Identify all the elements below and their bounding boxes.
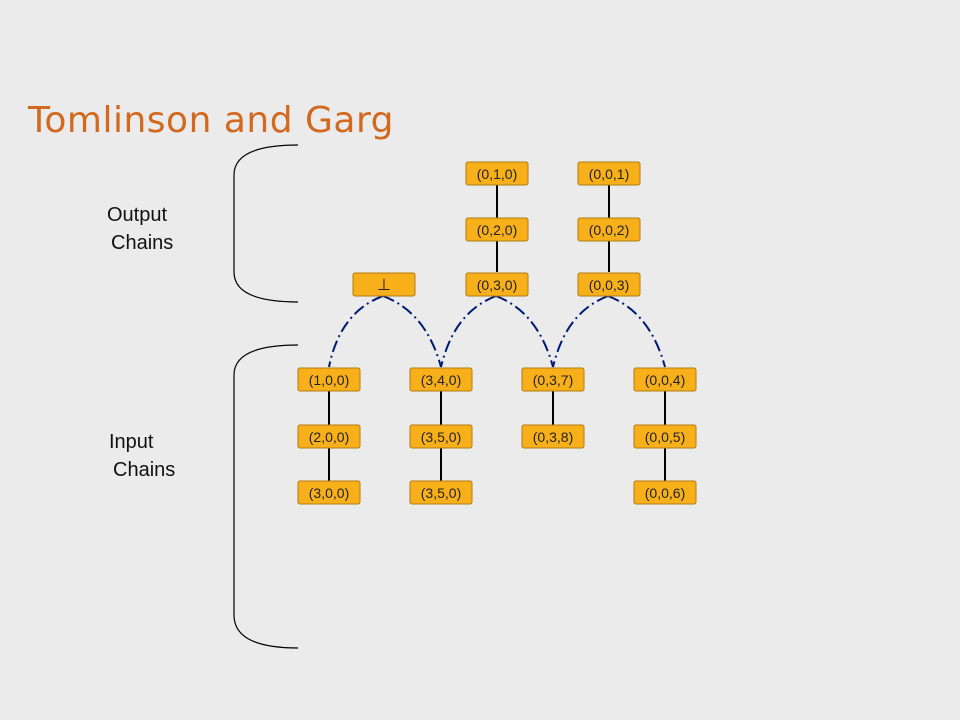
bottom-symbol: ⊥ (377, 277, 391, 294)
node-out3-1: (0,0,2) (577, 217, 641, 242)
svg-text:(0,3,7): (0,3,7) (533, 372, 573, 388)
arc-bottom-to-in1 (328, 295, 384, 368)
node-out3-0: (0,0,1) (577, 161, 641, 186)
svg-text:(1,0,0): (1,0,0) (309, 372, 349, 388)
svg-text:(0,2,0): (0,2,0) (477, 222, 517, 238)
node-out2-1: (0,2,0) (465, 217, 529, 242)
node-in1-2: (3,0,0) (297, 480, 361, 505)
input-label-line1: Input (109, 431, 154, 453)
svg-text:(0,0,6): (0,0,6) (645, 485, 685, 501)
node-in1-1: (2,0,0) (297, 424, 361, 449)
arc-bottom-to-in2 (382, 295, 442, 368)
svg-text:(2,0,0): (2,0,0) (309, 429, 349, 445)
svg-text:(0,0,1): (0,0,1) (589, 166, 629, 182)
node-in4-1: (0,0,5) (633, 424, 697, 449)
output-label-line1: Output (107, 204, 168, 226)
svg-text:(0,3,0): (0,3,0) (477, 277, 517, 293)
node-out3-2: (0,0,3) (577, 272, 641, 297)
arc-out3-to-in3 (552, 295, 609, 368)
node-out2-0: (0,1,0) (465, 161, 529, 186)
input-chains-label: Input Chains (109, 428, 175, 484)
svg-text:(3,4,0): (3,4,0) (421, 372, 461, 388)
bottom-node: ⊥ (352, 272, 416, 297)
output-label-line2: Chains (111, 232, 174, 254)
svg-text:(0,0,3): (0,0,3) (589, 277, 629, 293)
node-out2-2: (0,3,0) (465, 272, 529, 297)
input-label-line2: Chains (113, 459, 176, 481)
svg-text:(3,0,0): (3,0,0) (309, 485, 349, 501)
node-in4-0: (0,0,4) (633, 367, 697, 392)
node-in2-0: (3,4,0) (409, 367, 473, 392)
output-chains-label: Output Chains (107, 201, 173, 257)
node-in1-0: (1,0,0) (297, 367, 361, 392)
node-in3-0: (0,3,7) (521, 367, 585, 392)
page-title: Tomlinson and Garg (28, 100, 394, 141)
node-in4-2: (0,0,6) (633, 480, 697, 505)
svg-text:(0,0,5): (0,0,5) (645, 429, 685, 445)
svg-text:(3,5,0): (3,5,0) (421, 429, 461, 445)
node-in2-2: (3,5,0) (409, 480, 473, 505)
arc-out3-to-in4 (607, 295, 666, 368)
arc-out2-to-in3 (495, 295, 554, 368)
node-in2-1: (3,5,0) (409, 424, 473, 449)
input-brace (233, 344, 299, 649)
svg-text:(0,0,4): (0,0,4) (645, 372, 685, 388)
svg-text:(0,0,2): (0,0,2) (589, 222, 629, 238)
node-in3-1: (0,3,8) (521, 424, 585, 449)
svg-text:(0,3,8): (0,3,8) (533, 429, 573, 445)
svg-text:(0,1,0): (0,1,0) (477, 166, 517, 182)
output-brace (233, 144, 299, 303)
arc-out2-to-in2 (440, 295, 497, 368)
svg-text:(3,5,0): (3,5,0) (421, 485, 461, 501)
